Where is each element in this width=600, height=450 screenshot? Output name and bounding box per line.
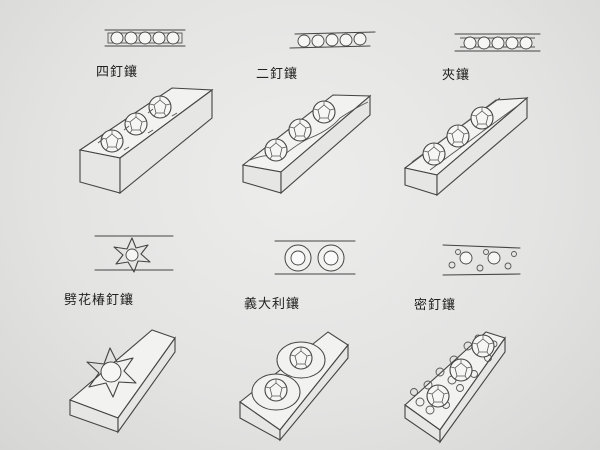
four-prong-section xyxy=(104,29,186,47)
two-prong-section xyxy=(289,31,376,49)
label-four-prong: 四釘鑲 xyxy=(96,65,139,80)
italian-bar xyxy=(239,331,349,442)
channel-section xyxy=(454,33,541,52)
pave-bar xyxy=(404,331,506,444)
label-pave: 密釘鑲 xyxy=(414,298,457,313)
star-section xyxy=(94,235,174,273)
label-star: 劈花椿釘鑲 xyxy=(64,293,135,308)
label-italian: 義大利鑲 xyxy=(244,297,301,312)
label-channel: 夾鑲 xyxy=(442,68,471,83)
italian-section xyxy=(274,240,356,275)
pave-section xyxy=(442,244,521,276)
channel-bar xyxy=(403,96,529,197)
four-prong-bar xyxy=(78,87,214,195)
two-prong-bar xyxy=(241,94,372,195)
label-two-prong: 二釘鑲 xyxy=(256,67,299,82)
star-bar xyxy=(68,329,176,434)
